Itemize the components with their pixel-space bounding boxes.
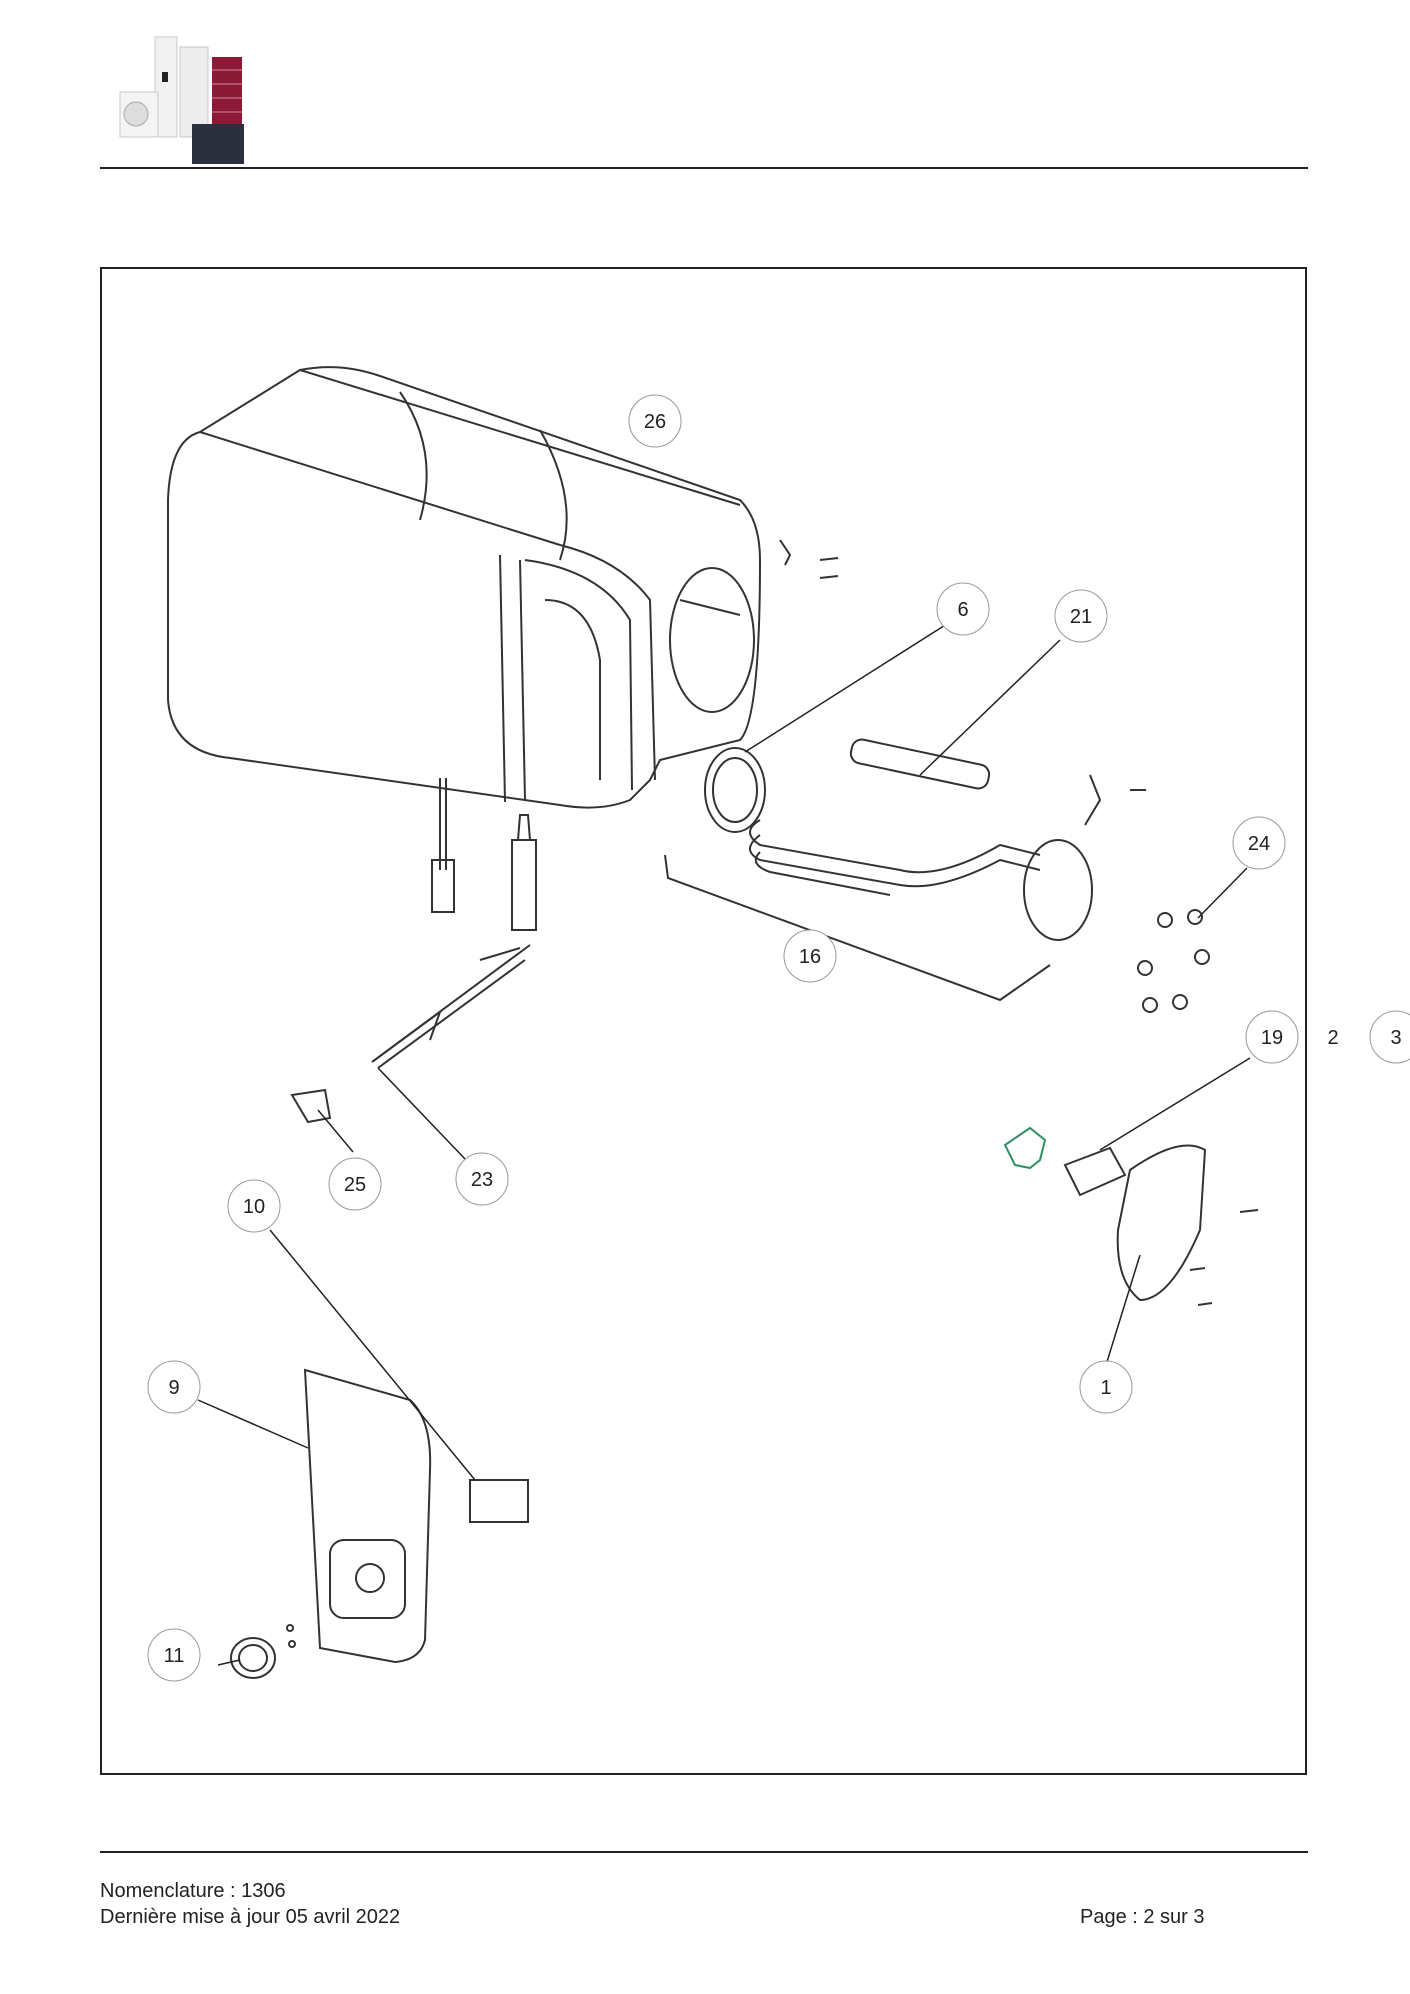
callout-11: 11 xyxy=(147,1628,201,1682)
svg-text:19: 19 xyxy=(1261,1027,1283,1049)
svg-text:10: 10 xyxy=(243,1196,265,1218)
callout-25: 25 xyxy=(328,1157,382,1211)
svg-text:1: 1 xyxy=(1100,1377,1111,1399)
svg-text:26: 26 xyxy=(644,411,666,433)
callout-19: 19 xyxy=(1245,1010,1299,1064)
svg-text:11: 11 xyxy=(164,1645,185,1667)
callout-1: 1 xyxy=(1079,1360,1133,1414)
bracket-part xyxy=(1003,1126,1047,1170)
svg-text:23: 23 xyxy=(471,1169,493,1191)
footer-updated: Dernière mise à jour 05 avril 2022 xyxy=(100,1906,401,1928)
callout-3: 3 xyxy=(1369,1010,1410,1064)
svg-text:3: 3 xyxy=(1390,1027,1401,1049)
callout-24: 24 xyxy=(1232,816,1286,870)
footer-page-number: Page : 2 sur 3 xyxy=(1080,1906,1205,1928)
svg-text:16: 16 xyxy=(799,946,821,968)
heating-products-logo-icon xyxy=(119,36,244,164)
callout-23: 23 xyxy=(455,1152,509,1206)
callout-6: 6 xyxy=(936,582,990,636)
svg-text:6: 6 xyxy=(957,599,968,621)
exploded-view-frame xyxy=(100,267,1307,1775)
tank-body xyxy=(167,366,762,809)
svg-text:25: 25 xyxy=(344,1174,366,1196)
header-rule xyxy=(100,167,1308,169)
svg-text:2: 2 xyxy=(1327,1027,1338,1049)
callout-9: 9 xyxy=(147,1360,201,1414)
callout-26: 26 xyxy=(628,394,682,448)
callout-2: 2 xyxy=(1327,1027,1338,1049)
callout-10: 10 xyxy=(227,1179,281,1233)
svg-text:9: 9 xyxy=(168,1377,179,1399)
svg-text:21: 21 xyxy=(1070,606,1092,628)
svg-text:24: 24 xyxy=(1248,833,1270,855)
callout-16: 16 xyxy=(783,929,837,983)
footer-reference: Nomenclature : 1306 xyxy=(100,1880,286,1902)
callout-21: 21 xyxy=(1054,589,1108,643)
footer-rule xyxy=(100,1851,1308,1853)
